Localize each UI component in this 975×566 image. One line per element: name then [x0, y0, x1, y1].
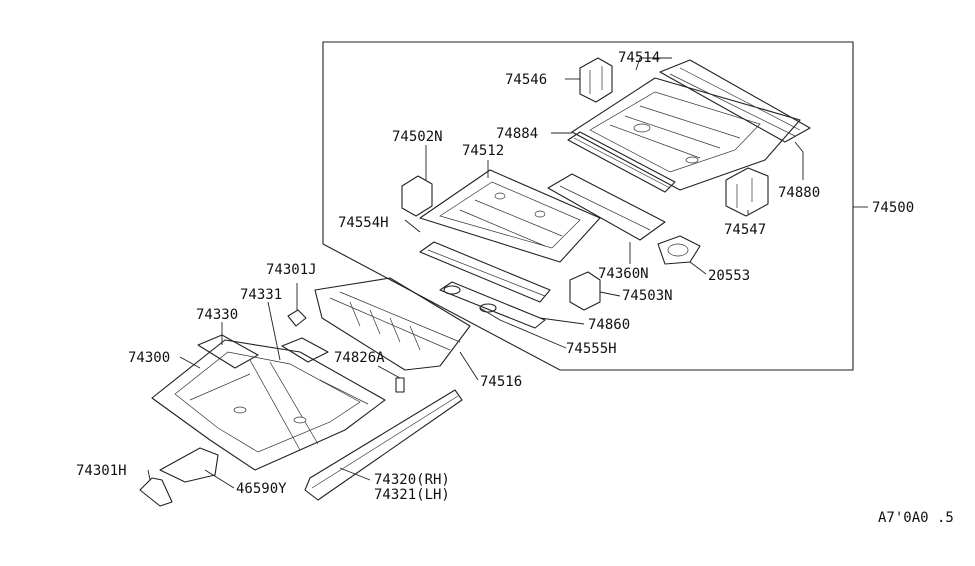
label-20553: 20553: [708, 268, 750, 284]
part-74555H-member: [439, 281, 546, 329]
label-74331: 74331: [240, 287, 282, 303]
part-74360N-member: [547, 173, 666, 241]
part-74554H-member: [419, 241, 551, 303]
label-74502N: 74502N: [392, 129, 443, 145]
label-74516: 74516: [480, 374, 522, 390]
label-74547: 74547: [724, 222, 766, 238]
part-74331-reinforcement: [281, 337, 329, 363]
part-74320-side-sill: [304, 389, 463, 501]
part-74880-rear-member: [659, 59, 811, 143]
part-74502N-bracket: [401, 175, 433, 217]
label-74300: 74300: [128, 350, 170, 366]
label-74512: 74512: [462, 143, 504, 159]
label-74320: 74320(RH): [374, 472, 450, 488]
part-74512-center-floor: [419, 169, 601, 263]
part-74884-cross-member: [567, 131, 676, 193]
label-74554H: 74554H: [338, 215, 389, 231]
part-74301H-clip: [139, 477, 173, 507]
part-74860-grommet: [443, 285, 461, 295]
part-74301J-clip: [287, 309, 307, 327]
label-46590Y: 46590Y: [236, 481, 287, 497]
part-74330-reinforcement: [197, 334, 259, 369]
part-74547-bracket: [725, 167, 769, 217]
assembly-frame: [322, 41, 854, 371]
part-20553-cover: [657, 235, 701, 265]
part-74546-bracket: [579, 57, 613, 103]
leader-lines: [147, 57, 804, 489]
label-74301H: 74301H: [76, 463, 127, 479]
label-74546: 74546: [505, 72, 547, 88]
part-74503N-bracket: [569, 271, 601, 311]
part-74516-floor-member: [314, 277, 471, 371]
label-74301J: 74301J: [266, 262, 317, 278]
part-74826A-bolt: [395, 377, 405, 393]
label-74330: 74330: [196, 307, 238, 323]
label-74514: 74514: [618, 50, 660, 66]
label-74880: 74880: [778, 185, 820, 201]
part-74860-grommet-2: [479, 303, 497, 313]
label-74884: 74884: [496, 126, 538, 142]
label-74321: 74321(LH): [374, 487, 450, 503]
reference-code: A7'0A0 .5: [878, 510, 954, 526]
label-74360N: 74360N: [598, 266, 649, 282]
part-46590Y-bracket: [159, 447, 219, 483]
part-74300-front-floor: [151, 339, 386, 471]
part-74514-rear-floor: [571, 77, 801, 191]
label-74860: 74860: [588, 317, 630, 333]
label-74500: 74500: [872, 200, 914, 216]
label-74555H: 74555H: [566, 341, 617, 357]
label-74826A: 74826A: [334, 350, 385, 366]
label-74503N: 74503N: [622, 288, 673, 304]
